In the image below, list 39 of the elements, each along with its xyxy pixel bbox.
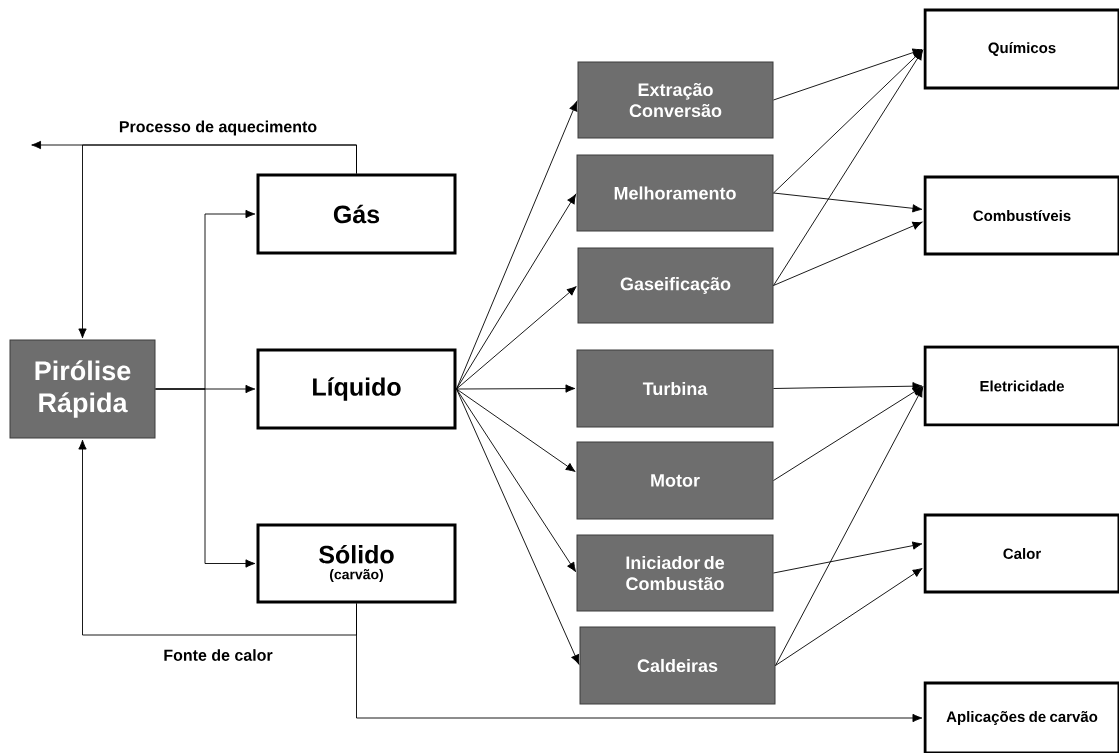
application-box: Aplicações de carvão xyxy=(923,681,1119,753)
product-box: Líquido xyxy=(256,348,457,430)
arrow xyxy=(773,382,923,391)
arrow xyxy=(773,192,923,213)
arrow xyxy=(78,439,357,636)
process-box: Iniciador de Combustão xyxy=(576,534,774,612)
edge-label: Processo de aquecimento xyxy=(117,119,319,137)
process-box: Extração Conversão xyxy=(577,61,774,139)
arrow xyxy=(775,387,924,666)
arrow xyxy=(155,388,256,568)
process-box: Turbina xyxy=(576,349,774,428)
arrow xyxy=(456,388,580,665)
arrow xyxy=(456,194,577,390)
arrow xyxy=(456,286,577,390)
application-box: Calor xyxy=(923,513,1119,594)
arrow xyxy=(773,386,923,481)
arrow xyxy=(456,388,577,573)
arrow xyxy=(773,49,923,194)
application-box: Combustíveis xyxy=(923,175,1119,256)
arrow xyxy=(456,388,576,472)
process-box: Caldeiras xyxy=(579,626,776,705)
edge-label: Fonte de calor xyxy=(162,648,274,662)
arrow xyxy=(456,101,578,390)
arrow xyxy=(773,541,923,574)
arrow xyxy=(773,50,924,286)
process-box: Gaseificação xyxy=(577,247,774,324)
product-box: Gás xyxy=(256,173,457,255)
arrow xyxy=(456,384,576,393)
product-box: Sólido (carvão) xyxy=(256,523,457,604)
arrow xyxy=(78,144,357,339)
application-box: Químicos xyxy=(923,8,1119,90)
process-box: Pirólise Rápida xyxy=(9,339,156,439)
arrow xyxy=(773,48,923,101)
arrow xyxy=(356,603,923,723)
application-box: Eletricidade xyxy=(923,345,1119,427)
arrow xyxy=(773,221,923,286)
process-box: Motor xyxy=(576,441,774,520)
process-box: Melhoramento xyxy=(576,154,774,232)
arrow xyxy=(775,568,923,666)
